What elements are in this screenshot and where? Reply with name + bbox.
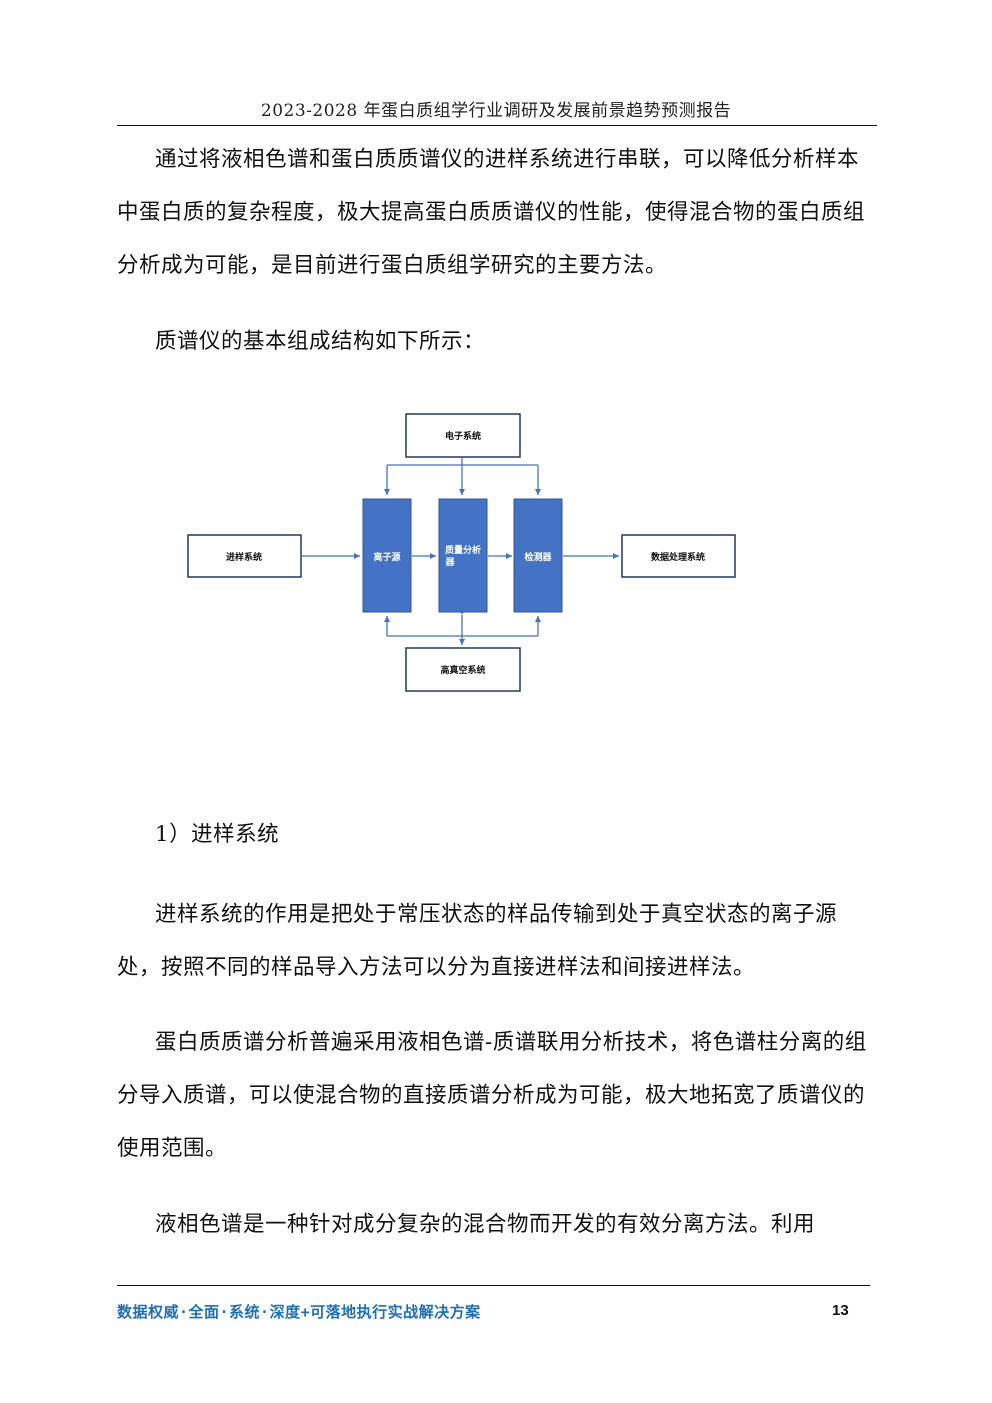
svg-text:高真空系统: 高真空系统 [440,664,485,676]
footer-divider [117,1285,870,1286]
header-divider [117,125,877,126]
electronic-system-box: 电子系统 [405,413,521,458]
header-title: 2023-2028 年蛋白质组学行业调研及发展前景趋势预测报告 [260,101,732,121]
footer-tagline: 数据权威·全面·系统·深度+可落地执行实战解决方案 [117,1303,481,1321]
body-paragraph-2: 质谱仪的基本组成结构如下所示： [155,329,486,354]
body-paragraph-4: 蛋白质质谱分析普遍采用液相色谱-质谱联用分析技术，将色谱柱分离的组分导入质谱，可… [117,1030,867,1161]
svg-text:器: 器 [444,557,455,568]
page-number: 13 [832,1302,849,1319]
svg-text:离子源: 离子源 [373,551,400,563]
mass-analyzer-box: 质量分析 器 [438,498,488,613]
ion-source-box: 离子源 [362,498,412,613]
bottom-connector-lines [384,609,541,645]
sample-intake-box: 进样系统 [187,534,302,578]
body-paragraph-3: 进样系统的作用是把处于常压状态的样品传输到处于真空状态的离子源处，按照不同的样品… [117,902,838,980]
body-paragraph-5: 液相色谱是一种针对成分复杂的混合物而开发的有效分离方法。利用 [155,1212,816,1237]
section-heading: 1）进样系统 [155,822,280,847]
svg-text:数据处理系统: 数据处理系统 [651,551,705,563]
svg-text:质量分析: 质量分析 [445,544,481,556]
svg-text:检测器: 检测器 [524,551,552,563]
mass-spectrometer-structure-diagram: 电子系统 进样系统 数据处理系统 高真空系统 离子源 质量分析 器 检测器 [187,413,736,692]
body-paragraph-1: 通过将液相色谱和蛋白质质谱仪的进样系统进行串联，可以降低分析样本中蛋白质的复杂程… [117,147,866,278]
data-processing-box: 数据处理系统 [621,534,736,578]
svg-text:进样系统: 进样系统 [226,551,262,563]
svg-text:电子系统: 电子系统 [445,430,481,442]
top-connector-lines [384,452,541,495]
detector-box: 检测器 [513,498,563,613]
high-vacuum-box: 高真空系统 [405,647,521,692]
